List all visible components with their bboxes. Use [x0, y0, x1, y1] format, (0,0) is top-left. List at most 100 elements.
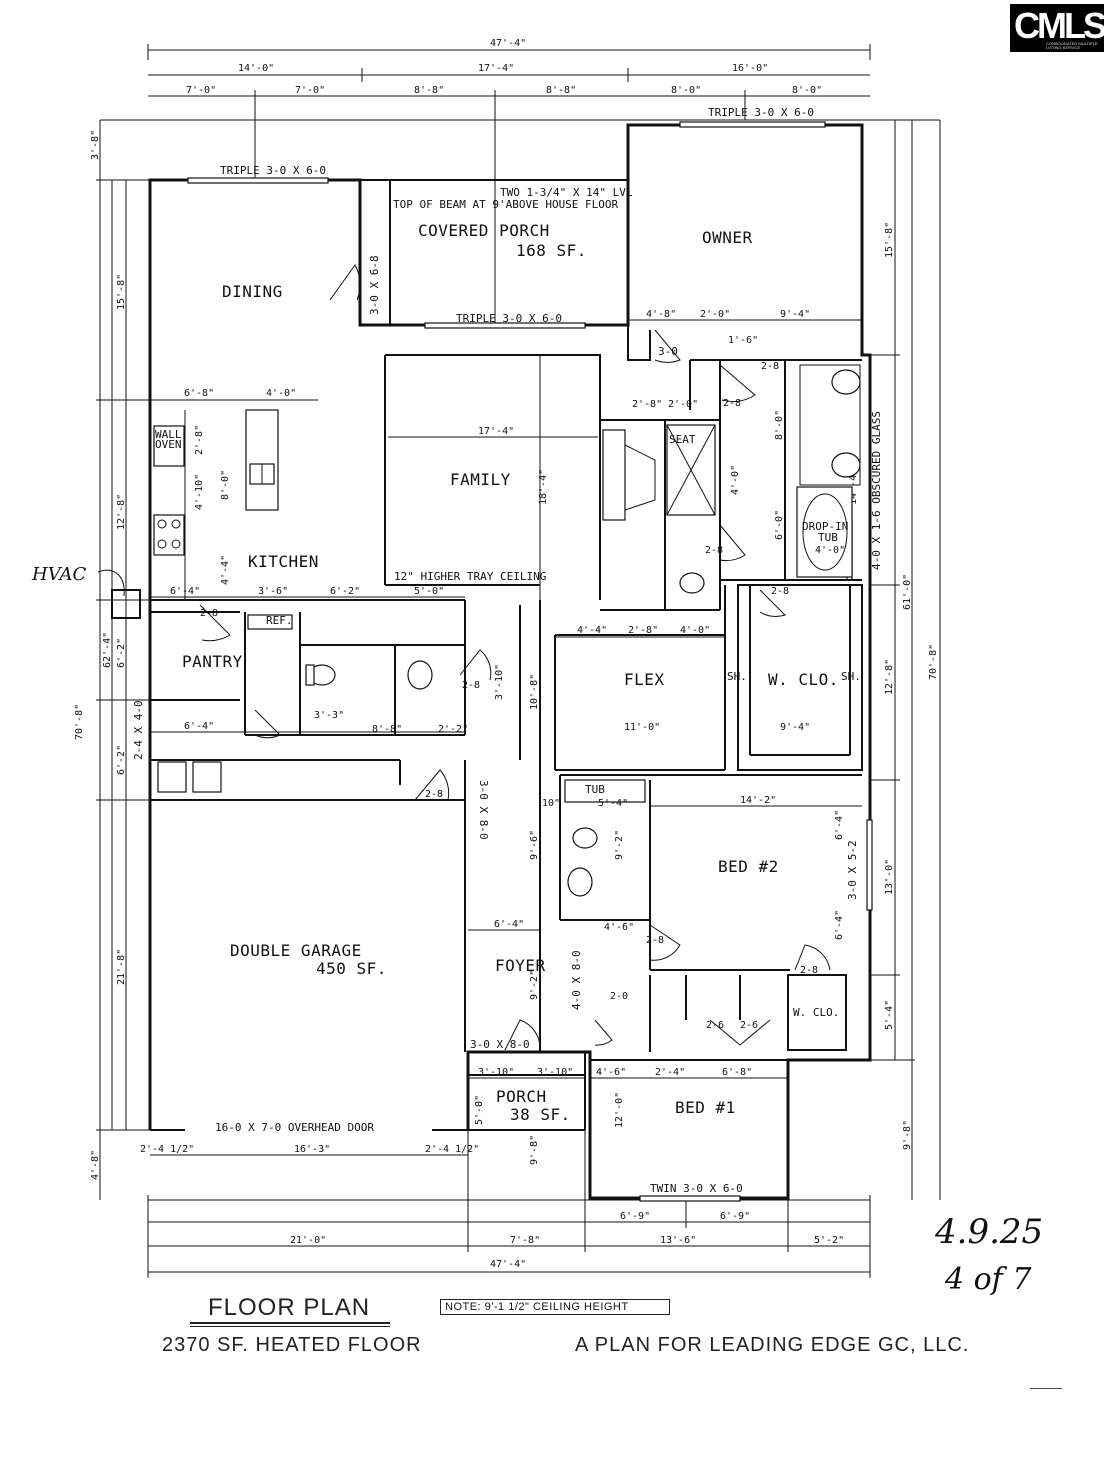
room-covered-porch-sf: 168 SF. [516, 241, 587, 260]
dim-bot-seg-3: 13'-6" [660, 1235, 696, 1246]
dim-row-5-0: 5'-0" [414, 586, 444, 597]
dim-top-sub-6: 8'-0" [792, 85, 822, 96]
footer-builder: A PLAN FOR LEADING EDGE GC, LLC. [575, 1334, 970, 1356]
cooktop [153, 514, 185, 556]
dim-owner-9-4: 9'-4" [780, 309, 810, 320]
dim-kitchen-6-8: 6'-8" [184, 388, 214, 399]
dim-top-sub-3: 8'-8" [414, 85, 444, 96]
dim-porch-3-10a: 3'-10" [478, 1067, 514, 1078]
door-2-8-garage: 2-8 [425, 789, 443, 800]
door-2-8-closet: 2-8 [771, 586, 789, 597]
dim-hall-6-4: 6'-4" [184, 721, 214, 732]
dim-row-3-6: 3'-6" [258, 586, 288, 597]
door-dining: 3-0 X 6-8 [368, 255, 381, 315]
dim-flex-10-8: 10'-8" [529, 674, 540, 710]
dim-porch-3-10b: 3'-10" [537, 1067, 573, 1078]
footer-title: FLOOR PLAN [208, 1294, 371, 1321]
door-2-8-closet2: 2-8 [800, 965, 818, 976]
dim-bath-4-0: 4'-0" [730, 465, 741, 495]
dim-bed2-14-2: 14'-2" [740, 795, 776, 806]
dim-hall-3-10: 3'-10" [494, 664, 505, 700]
door-2-8-pantry: 2-8 [200, 608, 218, 619]
door-foyer-vertical: 4-0 X 8-0 [570, 950, 583, 1010]
room-covered-porch: COVERED PORCH [418, 221, 550, 240]
label-wall: WALL [155, 428, 182, 441]
dim-top-seg-2: 17'-4" [478, 63, 514, 74]
fireplace [602, 429, 626, 521]
tub-bath2 [564, 779, 646, 803]
hvac-label: HVAC [31, 564, 86, 585]
dim-kitchen-8-0: 8'-0" [220, 470, 231, 500]
win-family-triple: TRIPLE 3-0 X 6-0 [456, 312, 562, 325]
dim-top-seg-3: 16'-0" [732, 63, 768, 74]
dim-kitchen-4-4: 4'-4" [220, 555, 231, 585]
label-beam-2: TOP OF BEAM AT 9'ABOVE HOUSE FLOOR [393, 198, 619, 211]
dim-right-61-0: 61'-0" [902, 574, 913, 610]
corner-mark [1030, 1388, 1062, 1389]
dim-right-12-8: 12'-8" [884, 659, 895, 695]
dim-kitchen-4-10: 4'-10" [194, 474, 205, 510]
dim-top-sub-5: 8'-0" [671, 85, 701, 96]
door-2-0-linen: 2-0 [610, 991, 628, 1002]
dim-owner-4-8: 4'-8" [646, 309, 676, 320]
dim-seat-2-8: 2'-8" [632, 399, 662, 410]
dim-garage-16-3: 16'-3" [294, 1144, 330, 1155]
dim-bed1-4-6: 4'-6" [596, 1067, 626, 1078]
room-w-clo-2: W. CLO. [793, 1006, 839, 1019]
dim-kitchen-4-0: 4'-0" [266, 388, 296, 399]
label-drop-in: DROP-IN [802, 520, 848, 533]
dim-bath-8-0: 8'-0" [774, 410, 785, 440]
dim-overall-top: 47'-4" [490, 38, 526, 49]
dim-overall-bottom: 47'-4" [490, 1259, 526, 1270]
room-porch: PORCH [496, 1087, 547, 1106]
dim-bath2-10: 10" [542, 798, 560, 809]
label-drop-in-dim: 4'-0" [815, 545, 845, 556]
handwritten-date: 4.9.25 [935, 1212, 1044, 1252]
win-bed1-twin: TWIN 3-0 X 6-0 [650, 1182, 743, 1195]
dim-bot-seg-2: 7'-8" [510, 1235, 540, 1246]
dim-wclo-9-4: 9'-4" [780, 722, 810, 733]
label-seat: SEAT [669, 433, 696, 446]
door-pantry: 2-4 X 4-0 [132, 700, 145, 760]
window-owner [679, 121, 826, 128]
dim-bed1-6-8: 6'-8" [722, 1067, 752, 1078]
dim-hall-8-8: 8'-8" [372, 724, 402, 735]
room-dining: DINING [222, 282, 283, 301]
door-2-8-bath: 2-8 [723, 398, 741, 409]
room-pantry: PANTRY [182, 652, 243, 671]
room-kitchen: KITCHEN [248, 552, 319, 571]
label-overhead-door: 16-0 X 7-0 OVERHEAD DOOR [215, 1121, 374, 1134]
interior-dimensions: 17'-4" 18'-4" 6'-8" 4'-0" 8'-0" 4'-10" 4… [140, 309, 862, 1165]
cmls-logo: CMLS CONSOLIDATED MULTIPLE LISTING SERVI… [1010, 4, 1106, 52]
dim-flex-4-0: 4'-0" [680, 625, 710, 636]
dim-bot-seg-4: 5'-2" [814, 1235, 844, 1246]
room-owner: OWNER [702, 228, 753, 247]
win-dining-triple: TRIPLE 3-0 X 6-0 [220, 164, 326, 177]
label-tray-ceiling: 12" HIGHER TRAY CEILING [394, 570, 546, 583]
dim-right-9-8: 9'-8" [902, 1120, 913, 1150]
door-2-6-closet-b: 2-6 [740, 1020, 758, 1031]
dim-owner-1-6: 1'-6" [728, 335, 758, 346]
dim-hall-3-3: 3'-3" [314, 710, 344, 721]
dim-left-6-2a: 6'-2" [116, 638, 127, 668]
dim-left-15-8: 15'-8" [116, 274, 127, 310]
dim-bot-seg-1: 21'-0" [290, 1235, 326, 1246]
dim-left-6-2b: 6'-2" [116, 745, 127, 775]
toilet-bath2 [572, 827, 598, 849]
dim-family-18-4: 18'-4" [538, 469, 549, 505]
label-ref: REF. [266, 614, 293, 627]
top-dimensions: 47'-4" 14'-0" 17'-4" 16'-0" 7'-0" 7'-0" … [100, 38, 940, 325]
dim-bath2-9-6: 9'-6" [529, 830, 540, 860]
dim-hall-2-2: 2'-2" [438, 724, 468, 735]
dim-foyer-4-6: 4'-6" [604, 922, 634, 933]
dim-flex-2-8: 2'-8" [628, 625, 658, 636]
dim-garage-2-4b: 2'-4 1/2" [425, 1144, 479, 1155]
dim-bot-sub-2: 6'-9" [720, 1211, 750, 1222]
dim-bot-sub-1: 6'-9" [620, 1211, 650, 1222]
label-obscured-glass: 4-0 X 1-6 OBSCURED GLASS [870, 411, 883, 570]
dim-seat-2-0: 2'-0" [668, 399, 698, 410]
dim-right-overall: 70'-8" [928, 644, 939, 680]
dim-flex-4-4: 4'-4" [577, 625, 607, 636]
label-sh-1: SH. [727, 670, 747, 683]
